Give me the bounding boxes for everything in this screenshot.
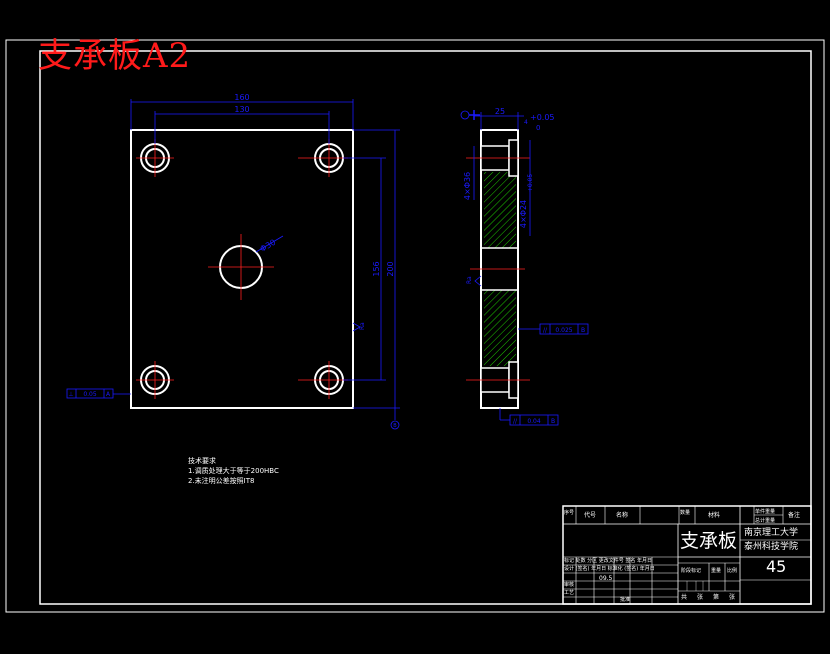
tb-date: 09.5 (599, 575, 613, 582)
tb-row: 审核 (564, 582, 575, 588)
stage-label: 阶段标记 (681, 568, 702, 574)
dim-thickness-tol-upper: +0.05 (530, 113, 555, 122)
svg-text:A: A (106, 391, 111, 398)
corner-hole (298, 139, 348, 177)
tech-req-item: 2.未注明公差按照IT8 (188, 477, 255, 485)
svg-text://: // (513, 418, 518, 425)
sheet-label: 张 (729, 594, 736, 601)
tb-row: 工艺 (564, 590, 575, 596)
dim-width-overall: 160 (234, 93, 249, 102)
stage-label: 重量 (711, 568, 722, 574)
tolerance-frame: ⊥ 0.05 A (66, 388, 131, 399)
inner-border (39, 50, 812, 605)
svg-text:⊥: ⊥ (68, 391, 73, 398)
datum-b-label: B (393, 423, 397, 429)
tb-row: 标记 处数 分区 更改文件号 签名 年月日 (564, 558, 652, 564)
material: 45 (766, 557, 787, 576)
dim-hole-spacing-x: 130 (234, 105, 249, 114)
svg-text:Ra: Ra (466, 276, 473, 284)
drawing-title: 支承板A2 (38, 36, 192, 76)
plate-outline (130, 129, 354, 409)
dim-hole-spacing-y: 156 (372, 261, 381, 276)
corner-hole (136, 361, 174, 399)
sheet-label: 共 (681, 594, 688, 601)
sheet-label: 张 (697, 594, 704, 601)
corner-hole (136, 139, 174, 177)
tb-header-cell: 名称 (616, 512, 629, 519)
tb-header-cell: 代号 (584, 512, 597, 519)
svg-text:B: B (581, 327, 585, 334)
svg-text:0.04: 0.04 (527, 418, 541, 425)
tech-req-heading: 技术要求 (188, 457, 216, 465)
roughness-symbol: Ra (359, 322, 366, 330)
dim-thickness: 25 (495, 107, 505, 116)
school-name: 泰州科技学院 (744, 542, 799, 552)
technical-requirements: 技术要求 1.调质处理大于等于200HBC 2.未注明公差按照IT8 (188, 456, 279, 486)
stage-label: 比例 (727, 568, 738, 574)
svg-text:0.025: 0.025 (555, 327, 572, 334)
dim-counterbore: 4×Φ36 (463, 172, 472, 200)
tolerance-frame: // 0.025 B (518, 323, 589, 335)
school-name: 南京理工大学 (744, 528, 799, 538)
svg-text:B: B (551, 418, 555, 425)
dim-bore: 4×Φ24 (519, 200, 528, 228)
dim-height-overall: 200 (386, 261, 395, 276)
dim-center-hole: Φ30 (259, 238, 278, 254)
tb-row: 设计 (签名) 年月日 标准化 (签名) 年月日 (564, 566, 655, 572)
side-view: 25 +0.05 0 4 4×Φ36 4×Φ24 +0.05 Ra // 0.0… (460, 107, 589, 426)
corner-hole (298, 361, 348, 399)
tb-header-cell: 数量 (680, 510, 691, 516)
svg-text:4: 4 (524, 119, 528, 126)
tb-header-cell: 材料 (708, 512, 721, 519)
outer-border (5, 39, 825, 613)
tb-header-cell: 单件重量 (755, 509, 776, 515)
tb-row: 批准 (620, 597, 631, 603)
dim-thickness-tol-lower: 0 (536, 124, 540, 132)
front-view: Φ30 160 130 156 200 Ra B ⊥ 0.05 (66, 93, 400, 430)
svg-text:0.05: 0.05 (83, 391, 97, 398)
tolerance-frame: // 0.04 B (499, 408, 559, 426)
sheet-label: 第 (713, 594, 720, 601)
svg-text://: // (543, 327, 548, 334)
part-name: 支承板 (680, 530, 738, 552)
tb-header-cell: 总计重量 (755, 518, 776, 524)
title-block (562, 505, 812, 605)
dim-bore-tol: +0.05 (527, 174, 534, 193)
tb-header-cell: 备注 (788, 512, 801, 519)
tb-header-cell: 序号 (564, 510, 575, 516)
tech-req-item: 1.调质处理大于等于200HBC (188, 467, 279, 475)
